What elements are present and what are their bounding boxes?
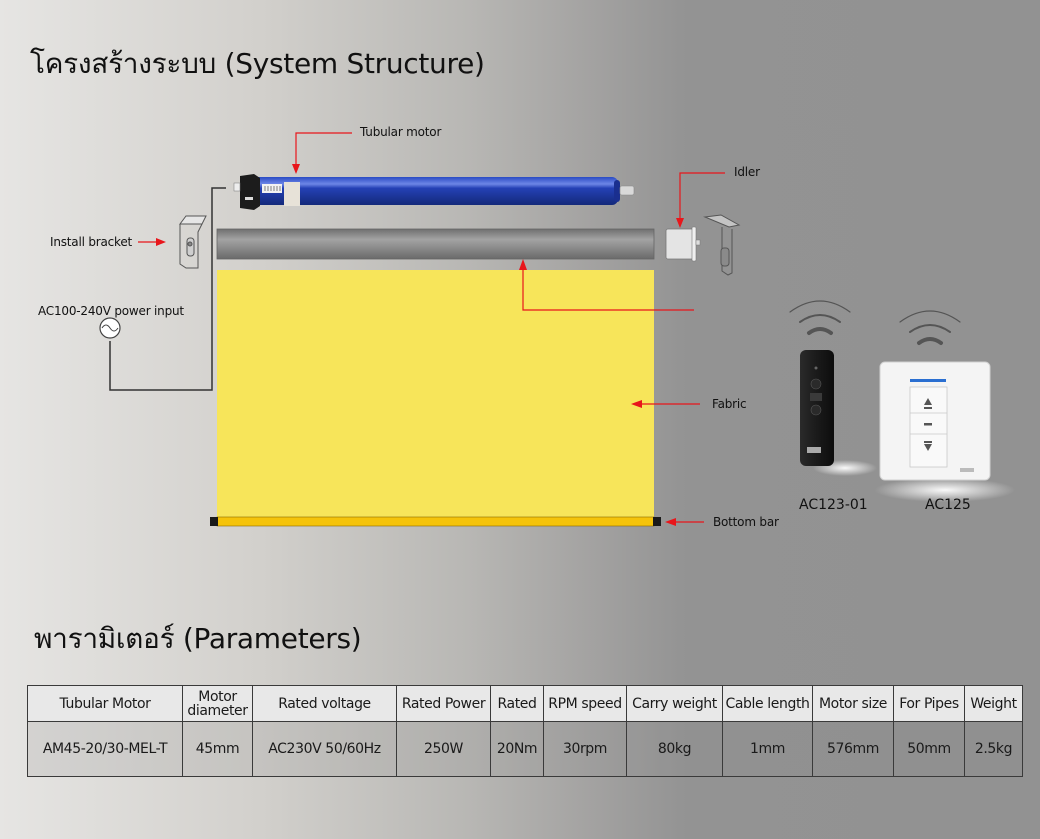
system-structure-diagram [99, 132, 1015, 527]
table-cell: AC230V 50/60Hz [252, 721, 397, 777]
system-structure-title: โครงสร้างระบบ (System Structure) [30, 47, 485, 80]
table-cell: AM45-20/30-MEL-T [27, 721, 183, 777]
fabric [217, 270, 654, 518]
header-cell: Rated [490, 685, 544, 722]
leader-arrows [138, 132, 725, 526]
header-cell: Cable length [722, 685, 813, 722]
install-bracket-left [179, 215, 207, 269]
header-cell: Rated Power [396, 685, 491, 722]
idler [665, 226, 701, 262]
wall-switch-ac125 [875, 361, 1015, 502]
table-cell: 45mm [182, 721, 253, 777]
power-wire [109, 187, 226, 391]
label-idler: Idler [734, 165, 760, 179]
table-cell: 80kg [626, 721, 723, 777]
table-cell: 30rpm [543, 721, 627, 777]
ac-power-icon [99, 317, 121, 339]
header-cell: Motor size [812, 685, 894, 722]
label-install-bracket: Install bracket [50, 235, 133, 249]
table-cell: 250W [396, 721, 491, 777]
header-cell: Carry weight [626, 685, 723, 722]
install-bracket-right [703, 214, 741, 276]
label-fabric: Fabric [712, 397, 747, 411]
tubular-motor [233, 174, 635, 210]
label-tubular-motor: Tubular motor [360, 125, 442, 139]
bottom-bar [210, 516, 661, 527]
remote-ac123-01 [800, 350, 877, 476]
table-row: AM45-20/30-MEL-T 45mm AC230V 50/60Hz 250… [27, 721, 1023, 777]
table-cell: 1mm [722, 721, 813, 777]
table-cell: 50mm [893, 721, 965, 777]
wireless-signal-icon [789, 300, 851, 335]
wireless-signal-icon [899, 310, 961, 345]
header-cell: Rated voltage [252, 685, 397, 722]
table-cell: 2.5kg [964, 721, 1023, 777]
model-label-remote: AC123-01 [799, 497, 868, 513]
header-cell: Tubular Motor [27, 685, 183, 722]
header-cell: For Pipes [893, 685, 965, 722]
header-line: diameter [187, 702, 248, 719]
header-line: Motor [198, 688, 237, 705]
roller-tube [216, 228, 655, 260]
table-cell: 20Nm [490, 721, 544, 777]
table-cell: 576mm [812, 721, 894, 777]
parameters-title: พารามิเตอร์ (Parameters) [34, 622, 362, 655]
header-cell: RPM speed [543, 685, 627, 722]
label-bottom-bar: Bottom bar [713, 515, 779, 529]
header-cell: Weight [964, 685, 1023, 722]
model-label-wall-switch: AC125 [925, 497, 971, 513]
label-power-input: AC100-240V power input [38, 304, 184, 318]
